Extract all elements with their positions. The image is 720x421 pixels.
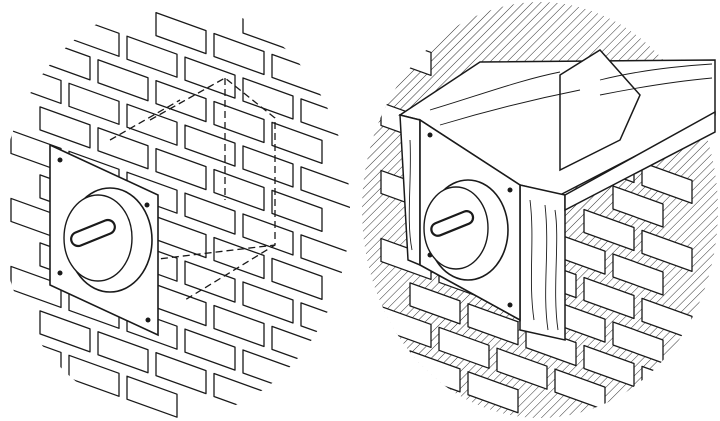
left-panel bbox=[10, 9, 350, 418]
brick bbox=[242, 281, 294, 324]
screw-icon bbox=[145, 317, 151, 323]
brick bbox=[155, 147, 207, 191]
brick bbox=[583, 344, 635, 388]
brick bbox=[300, 30, 350, 73]
vent-cap-right bbox=[423, 179, 509, 281]
brick bbox=[438, 326, 490, 369]
brick bbox=[68, 82, 120, 125]
brick bbox=[242, 213, 294, 256]
screw-icon bbox=[144, 202, 150, 208]
brick bbox=[126, 103, 178, 146]
brick bbox=[184, 124, 236, 167]
brick bbox=[583, 276, 635, 320]
vent-slot bbox=[70, 218, 116, 248]
brick bbox=[583, 208, 635, 252]
brick bbox=[641, 229, 693, 273]
wall-plate-right bbox=[419, 118, 521, 322]
brick bbox=[300, 302, 350, 345]
brick bbox=[271, 53, 323, 97]
brick bbox=[300, 98, 350, 141]
brick bbox=[213, 372, 265, 416]
brick bbox=[467, 371, 519, 414]
brick bbox=[39, 38, 91, 81]
brick bbox=[97, 331, 149, 374]
brick bbox=[184, 260, 236, 303]
screw-icon bbox=[427, 132, 433, 138]
brick bbox=[68, 14, 120, 57]
brick bbox=[213, 304, 265, 348]
screw-icon bbox=[57, 270, 63, 276]
brick bbox=[39, 310, 91, 353]
right-panel bbox=[362, 2, 718, 418]
brick bbox=[126, 375, 178, 418]
brick bbox=[213, 236, 265, 280]
wood-framing bbox=[398, 49, 716, 341]
brick bbox=[213, 168, 265, 212]
brick bbox=[242, 9, 294, 52]
brick bbox=[380, 33, 432, 77]
brick bbox=[68, 354, 120, 397]
vent-cap-left bbox=[63, 187, 153, 293]
vent-slot bbox=[430, 210, 475, 237]
brick bbox=[271, 325, 323, 369]
brick bbox=[97, 127, 149, 170]
brick bbox=[155, 11, 207, 55]
brick bbox=[10, 265, 62, 309]
brick bbox=[10, 61, 62, 105]
brick bbox=[97, 59, 149, 102]
brick bbox=[641, 365, 693, 409]
brick bbox=[271, 189, 323, 233]
wall-plate-left bbox=[49, 143, 159, 337]
brick bbox=[300, 234, 350, 277]
brick bbox=[213, 100, 265, 144]
brick bbox=[300, 370, 350, 413]
brick bbox=[612, 253, 664, 296]
brick bbox=[409, 282, 461, 325]
brick bbox=[641, 161, 693, 205]
brick bbox=[612, 185, 664, 228]
brick bbox=[467, 303, 519, 346]
brick bbox=[213, 32, 265, 76]
brick bbox=[496, 347, 548, 390]
brick bbox=[380, 373, 432, 417]
brick bbox=[242, 349, 294, 392]
brick bbox=[271, 257, 323, 301]
brick bbox=[242, 145, 294, 188]
brick bbox=[155, 283, 207, 327]
brick bbox=[184, 328, 236, 371]
screw-icon bbox=[57, 157, 63, 163]
dashed-opening-outline bbox=[109, 77, 276, 301]
brick bbox=[155, 79, 207, 123]
screw-icon bbox=[507, 187, 513, 193]
brick bbox=[271, 121, 323, 165]
brick bbox=[155, 215, 207, 259]
brick bbox=[39, 106, 91, 149]
brick bbox=[126, 35, 178, 78]
brick bbox=[184, 56, 236, 99]
brick bbox=[242, 77, 294, 120]
screw-icon bbox=[507, 302, 513, 308]
brick bbox=[155, 351, 207, 395]
brick bbox=[300, 166, 350, 209]
brick bbox=[10, 333, 62, 377]
brick bbox=[184, 192, 236, 235]
